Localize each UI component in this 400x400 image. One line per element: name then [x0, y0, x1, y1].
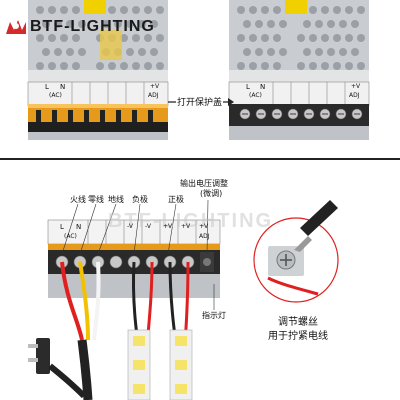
top-left-terminal-ac: (AC): [49, 92, 62, 99]
watermark: BTF-LIGHTING: [108, 210, 274, 232]
brand-logo-icon: [6, 20, 26, 34]
bottom-terminal-minus-v-2: -V: [145, 223, 151, 230]
label-screw-line2: 用于拧紧电线: [268, 331, 328, 342]
label-indicator: 指示灯: [202, 311, 226, 320]
label-positive: 正极: [168, 195, 184, 204]
top-right-terminal-adj: ADJ: [349, 92, 360, 99]
open-cover-label: 打开保护盖: [176, 98, 224, 108]
bottom-terminal-l: L: [60, 223, 64, 231]
bottom-terminal-plus-v-3: +V: [199, 223, 209, 230]
top-right-terminal-ac: (AC): [249, 92, 262, 99]
bottom-terminal-minus-v-1: -V: [127, 223, 133, 230]
brand-name: BTF-LIGHTING: [30, 18, 155, 35]
label-voltage-adjust: 输出电压调整: [180, 179, 228, 188]
label-live-wire: 火线: [70, 195, 86, 204]
bottom-terminal-n: N: [76, 223, 82, 231]
psu-top-left-image: [27, 0, 169, 140]
label-ground-wire: 地线: [108, 195, 124, 204]
bottom-terminal-plus-v-1: +V: [163, 223, 173, 230]
section-divider: [0, 158, 400, 160]
bottom-terminal-ac: (AC): [64, 233, 77, 240]
label-negative: 负极: [132, 195, 148, 204]
bottom-terminal-plus-v-2: +V: [181, 223, 191, 230]
label-neutral-wire: 零线: [88, 195, 104, 204]
psu-wiring-image: [28, 199, 339, 400]
label-screw-line1: 调节螺丝: [278, 317, 318, 328]
top-left-terminal-n: N: [60, 83, 66, 91]
top-left-terminal-v: +V: [150, 83, 160, 90]
top-right-terminal-n: N: [260, 83, 266, 91]
label-voltage-adjust-sub: (微调): [200, 189, 223, 198]
bottom-terminal-adj: ADJ: [199, 233, 210, 240]
top-left-terminal-adj: ADJ: [148, 92, 159, 99]
top-right-terminal-v: +V: [351, 83, 361, 90]
top-left-terminal-l: L: [45, 83, 49, 91]
psu-top-right-image: [228, 0, 370, 140]
top-right-terminal-l: L: [246, 83, 250, 91]
